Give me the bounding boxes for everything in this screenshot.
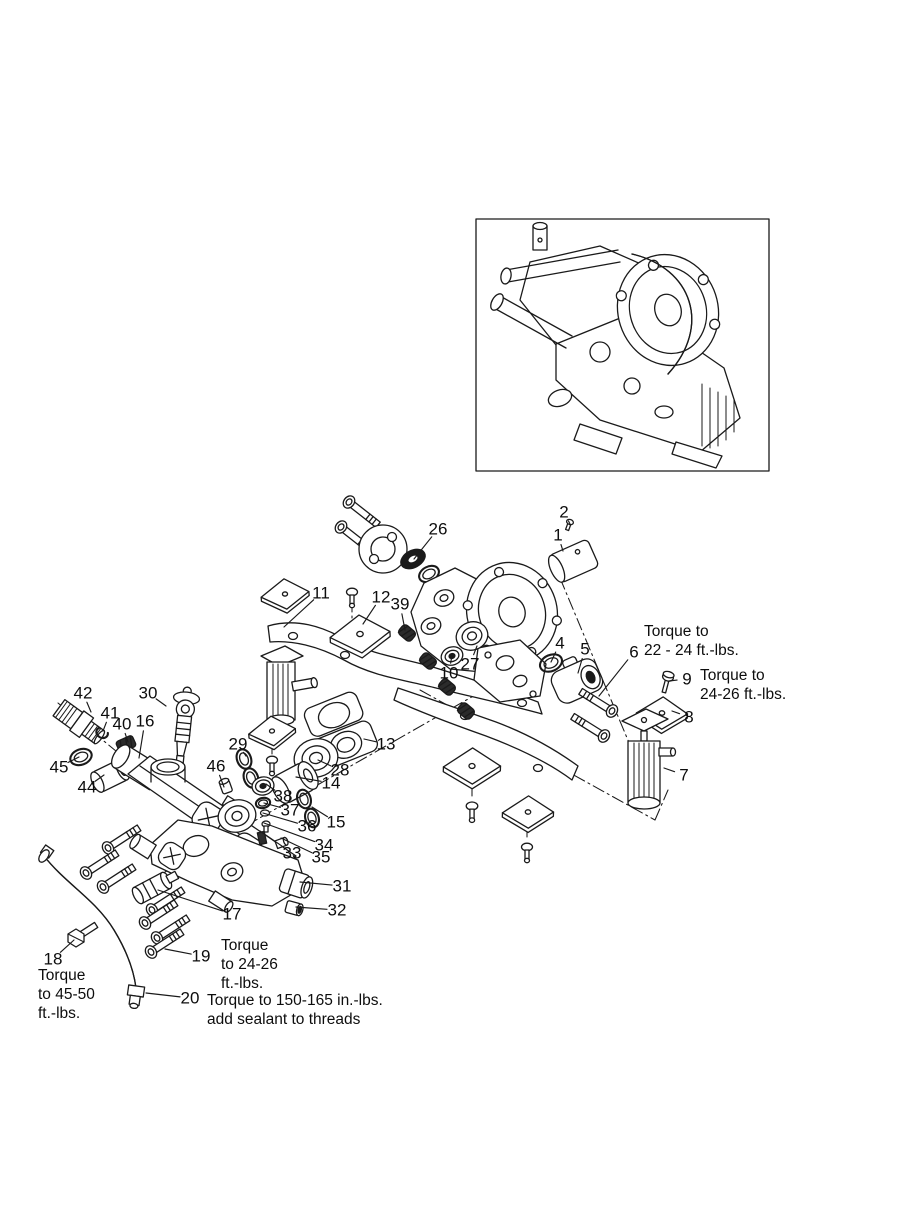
leader-line-39 — [402, 614, 405, 630]
part-20-art — [37, 845, 145, 1010]
leader-line-42 — [87, 702, 91, 712]
leader-line-29 — [244, 752, 246, 756]
leader-line-26 — [414, 537, 432, 559]
leader-line-18 — [60, 940, 74, 952]
leader-lines — [60, 521, 679, 997]
leader-line-5 — [578, 659, 582, 673]
part-30-art — [166, 686, 200, 769]
leader-line-46 — [220, 775, 224, 787]
leader-line-14 — [296, 777, 321, 781]
leader-line-37 — [264, 803, 280, 807]
part-6-art — [568, 710, 613, 746]
leader-line-32 — [296, 907, 327, 909]
part-2-art — [564, 518, 574, 531]
leader-line-12 — [363, 605, 375, 624]
leader-line-13 — [364, 739, 376, 742]
part-9-art — [659, 670, 675, 694]
part-31-art — [128, 820, 315, 914]
leader-line-20 — [146, 993, 180, 997]
leader-line-9 — [669, 680, 677, 681]
part-7-art — [622, 709, 676, 809]
leader-line-6 — [599, 660, 628, 696]
part-13-art — [300, 689, 380, 771]
part-32-art — [285, 900, 305, 916]
part-26-art — [398, 545, 443, 587]
leader-line-2 — [568, 521, 570, 524]
leader-line-28 — [318, 760, 331, 766]
leader-line-31 — [300, 882, 332, 885]
plate-art — [442, 746, 502, 791]
part-34-art — [262, 821, 270, 832]
leader-line-35 — [281, 838, 312, 853]
part-29-art — [232, 746, 256, 772]
part-41-art — [94, 727, 108, 740]
cylinder-column-art — [261, 646, 318, 725]
leader-line-15 — [312, 807, 328, 817]
part-12-screw-art — [345, 587, 359, 609]
part-27-art — [452, 617, 492, 654]
leader-line-19 — [165, 949, 191, 954]
bearing-cover-art — [359, 525, 407, 573]
part-37-art — [254, 795, 272, 811]
leader-line-27 — [474, 646, 477, 655]
bearing-art — [215, 796, 260, 837]
leader-line-8 — [672, 711, 680, 714]
part-42-art — [52, 698, 109, 748]
leader-line-17 — [158, 890, 222, 911]
leader-line-30 — [156, 699, 166, 706]
part-6-art — [576, 685, 621, 721]
leader-line-10 — [451, 655, 452, 663]
leader-line-1 — [561, 545, 563, 551]
part-45-art — [66, 744, 96, 770]
leader-line-41 — [103, 722, 106, 731]
screw-art — [465, 801, 479, 824]
leader-line-34 — [264, 823, 315, 842]
exploded-art — [37, 492, 690, 1010]
part-17-art — [130, 867, 181, 905]
screw-art — [520, 842, 534, 864]
inset-box — [476, 219, 769, 471]
part-18-art — [68, 922, 98, 947]
leader-line-33 — [260, 831, 284, 847]
leader-line-7 — [664, 768, 675, 772]
part-46-art — [218, 777, 232, 794]
screw-art — [265, 755, 279, 777]
part-1-art — [545, 539, 599, 585]
leader-line-16 — [139, 731, 143, 758]
plate-art — [501, 794, 555, 834]
leader-line-44 — [95, 775, 104, 781]
leader-line-45 — [68, 757, 79, 763]
leader-line-36 — [263, 813, 297, 823]
part-5-art — [545, 649, 606, 706]
leader-line-11 — [284, 600, 314, 627]
part-39-art — [396, 622, 418, 644]
leader-line-4 — [551, 652, 556, 662]
leader-line-38 — [266, 784, 275, 790]
part-38-art — [250, 775, 275, 797]
assembled-pump-art — [488, 223, 740, 469]
part-15-art — [301, 805, 323, 831]
leader-line-40 — [125, 733, 128, 742]
